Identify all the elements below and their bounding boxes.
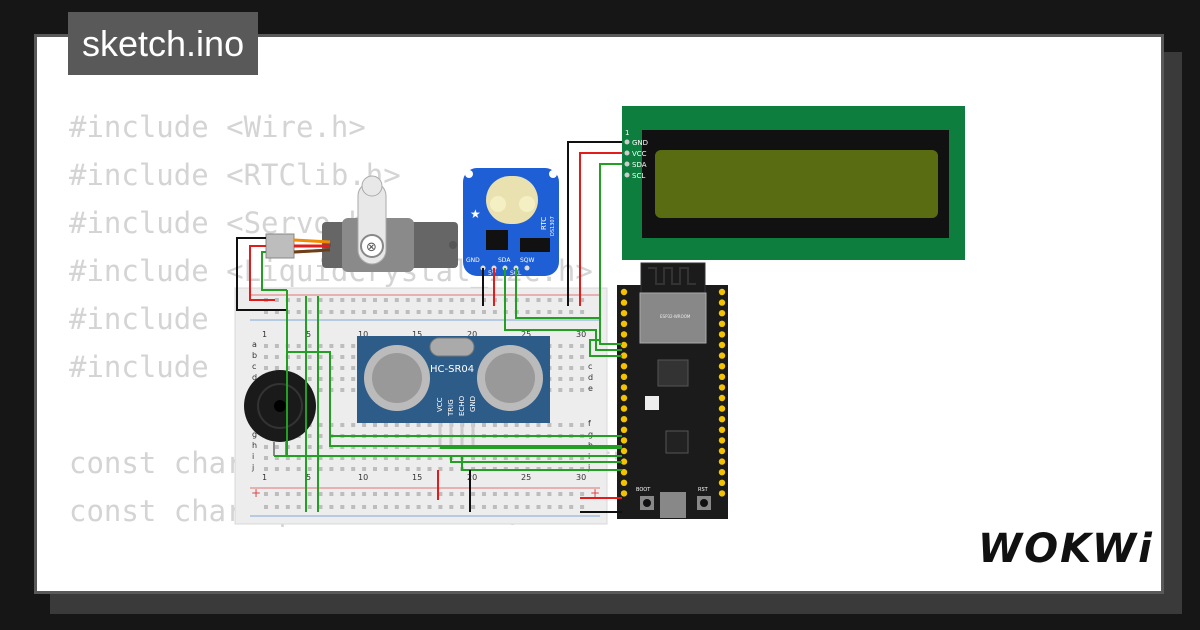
lcd-pin1: 1	[625, 129, 629, 137]
rst-button-label: RST	[698, 487, 709, 493]
boot-button-label: BOOT	[636, 487, 651, 493]
col-label: 10	[358, 473, 368, 482]
row-label: h	[252, 441, 257, 450]
rail-plus: +	[590, 486, 600, 500]
col-label: 15	[412, 330, 422, 339]
rail-plus: +	[251, 486, 261, 500]
wokwi-logo: WOKWi	[978, 526, 1154, 572]
sensor-label: HC-SR04	[430, 364, 474, 375]
sketch-filename-tab: sketch.ino	[68, 12, 259, 75]
row-label: i	[252, 452, 254, 461]
row-label: c	[588, 362, 592, 371]
rtc-chip: DS1307	[550, 216, 556, 236]
row-label: a	[252, 340, 257, 349]
row-label: j	[251, 463, 254, 472]
wires	[236, 141, 622, 513]
buzzer[interactable]	[244, 370, 316, 456]
servo-screw-icon: ⊗	[366, 240, 377, 255]
col-label: 30	[576, 473, 586, 482]
lcd-pin-sda: SDA	[632, 161, 647, 169]
lcd-pin-scl: SCL	[632, 172, 645, 180]
col-label: 15	[412, 473, 422, 482]
row-label: e	[588, 384, 593, 393]
sensor-pin-gnd: GND	[469, 396, 477, 412]
col-label: 10	[358, 330, 368, 339]
sensor-pin-trig: TRIG	[447, 399, 455, 417]
col-label: 1	[262, 330, 267, 339]
row-label: g	[588, 430, 593, 439]
row-label: c	[252, 362, 256, 371]
col-label: 5	[306, 330, 311, 339]
col-label: 30	[576, 330, 586, 339]
row-label: d	[588, 373, 593, 382]
rtc-module[interactable]: ★ RTC DS1307 GND 5V SDA SCL SQW	[463, 168, 559, 277]
code-line: #include	[69, 350, 209, 384]
row-label: b	[252, 351, 257, 360]
row-label: j	[587, 463, 590, 472]
col-label: 20	[467, 473, 477, 482]
star-icon: ★	[470, 207, 481, 221]
esp32-chip-label: ESP32-WROOM	[660, 314, 691, 319]
col-label: 25	[521, 330, 531, 339]
row-label: f	[588, 419, 591, 428]
row-label: g	[252, 430, 257, 439]
lcd-display[interactable]: 1 GND VCC SDA SCL	[622, 106, 965, 260]
rtc-pin-sqw: SQW	[520, 257, 535, 264]
code-line: #include <RTClib.h>	[69, 158, 401, 192]
lcd-pin-vcc: VCC	[632, 150, 647, 158]
sensor-pin-echo: ECHO	[458, 395, 466, 416]
lcd-pin-gnd: GND	[632, 139, 648, 147]
code-line: #include <Wire.h>	[69, 110, 366, 144]
rtc-pin-sda: SDA	[498, 257, 511, 264]
rtc-label: RTC	[540, 217, 548, 230]
sensor-pin-vcc: VCC	[436, 397, 444, 412]
rtc-pin-gnd: GND	[466, 257, 480, 264]
col-label: 25	[521, 473, 531, 482]
row-label: d	[252, 373, 257, 382]
col-label: 1	[262, 473, 267, 482]
servo-motor[interactable]: ⊗	[265, 175, 458, 272]
code-line: #include	[69, 302, 209, 336]
col-label: 5	[306, 473, 311, 482]
ultrasonic-sensor[interactable]: HC-SR04 VCC TRIG ECHO GND	[357, 336, 550, 448]
col-label: 20	[467, 330, 477, 339]
esp32-board[interactable]: ESP32-WROOM BOOT RST	[617, 262, 728, 519]
rtc-pin-5v: 5V	[488, 270, 497, 277]
